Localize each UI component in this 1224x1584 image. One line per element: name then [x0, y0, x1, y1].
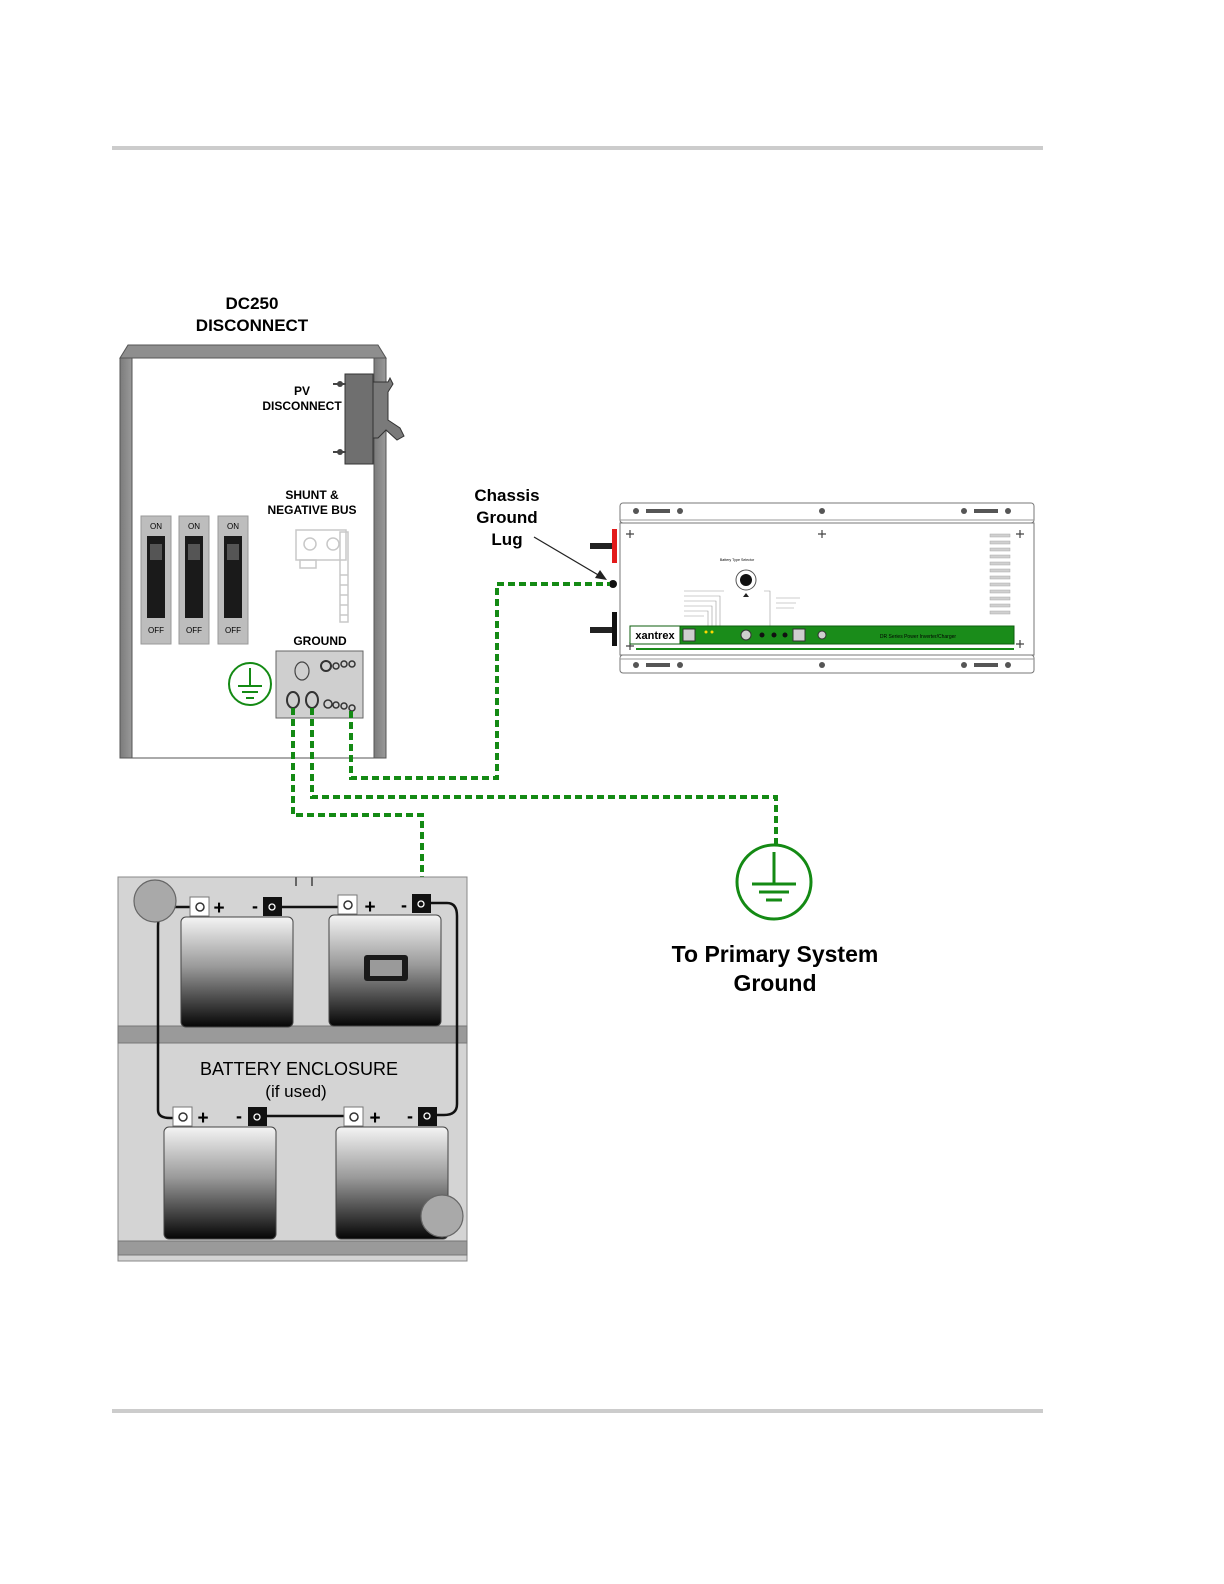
- cable-grommet-top: [134, 880, 176, 922]
- breaker-2-on: ON: [188, 522, 200, 531]
- battery-4-minus: -: [407, 1106, 413, 1126]
- battery-1-minus: -: [252, 896, 258, 916]
- battery-enclosure: BATTERY ENCLOSURE (if used) + - +: [118, 877, 467, 1261]
- ground-bar: [276, 651, 363, 718]
- ground-bar-label: GROUND: [293, 634, 347, 648]
- battery-1-plus: +: [213, 898, 224, 919]
- battery-2-minus: -: [401, 895, 407, 915]
- inverter-model-label: DR Series Power Inverter/Charger: [880, 634, 956, 640]
- battery-4-plus: +: [369, 1108, 380, 1129]
- breaker-2: ON OFF: [179, 516, 209, 644]
- battery-type-selector-label: Battery Type Selector: [720, 558, 755, 562]
- breaker-1: ON OFF: [141, 516, 171, 644]
- breaker-3-on: ON: [227, 522, 239, 531]
- primary-ground-label-line2: Ground: [733, 970, 816, 996]
- chassis-label-line1: Chassis: [474, 486, 539, 505]
- shunt-label-line2: NEGATIVE BUS: [267, 503, 356, 517]
- dc250-cabinet: DC250 DISCONNECT PV DISCONNECT SHUNT & N…: [120, 294, 404, 758]
- pv-label-line1: PV: [294, 384, 310, 398]
- primary-ground-label-line1: To Primary System: [672, 941, 879, 967]
- shunt-label-line1: SHUNT &: [285, 488, 339, 502]
- cable-grommet-bottom: [421, 1195, 463, 1237]
- xantrex-inverter: Battery Type Selector xantrex DR Series …: [590, 503, 1034, 673]
- battery-selector-knob: [740, 574, 752, 586]
- xantrex-logo: xantrex: [635, 630, 675, 642]
- chassis-ground-lug: [609, 580, 617, 588]
- battery-2-plus: +: [364, 897, 375, 918]
- chassis-label-line2: Ground: [476, 508, 537, 527]
- wire-to-inverter: [351, 584, 610, 778]
- battery-enclosure-label-line2: (if used): [265, 1082, 326, 1101]
- battery-enclosure-label-line1: BATTERY ENCLOSURE: [200, 1059, 398, 1079]
- battery-3-plus: +: [197, 1108, 208, 1129]
- dc250-title-line1: DC250: [226, 294, 279, 313]
- primary-ground-icon: [737, 845, 811, 919]
- breaker-3: ON OFF: [218, 516, 248, 644]
- breaker-1-off: OFF: [148, 626, 164, 635]
- breaker-3-off: OFF: [225, 626, 241, 635]
- breaker-1-on: ON: [150, 522, 162, 531]
- dc250-title-line2: DISCONNECT: [196, 316, 309, 335]
- chassis-label-line3: Lug: [491, 530, 522, 549]
- breaker-2-off: OFF: [186, 626, 202, 635]
- battery-3-minus: -: [236, 1106, 242, 1126]
- pv-label-line2: DISCONNECT: [262, 399, 342, 413]
